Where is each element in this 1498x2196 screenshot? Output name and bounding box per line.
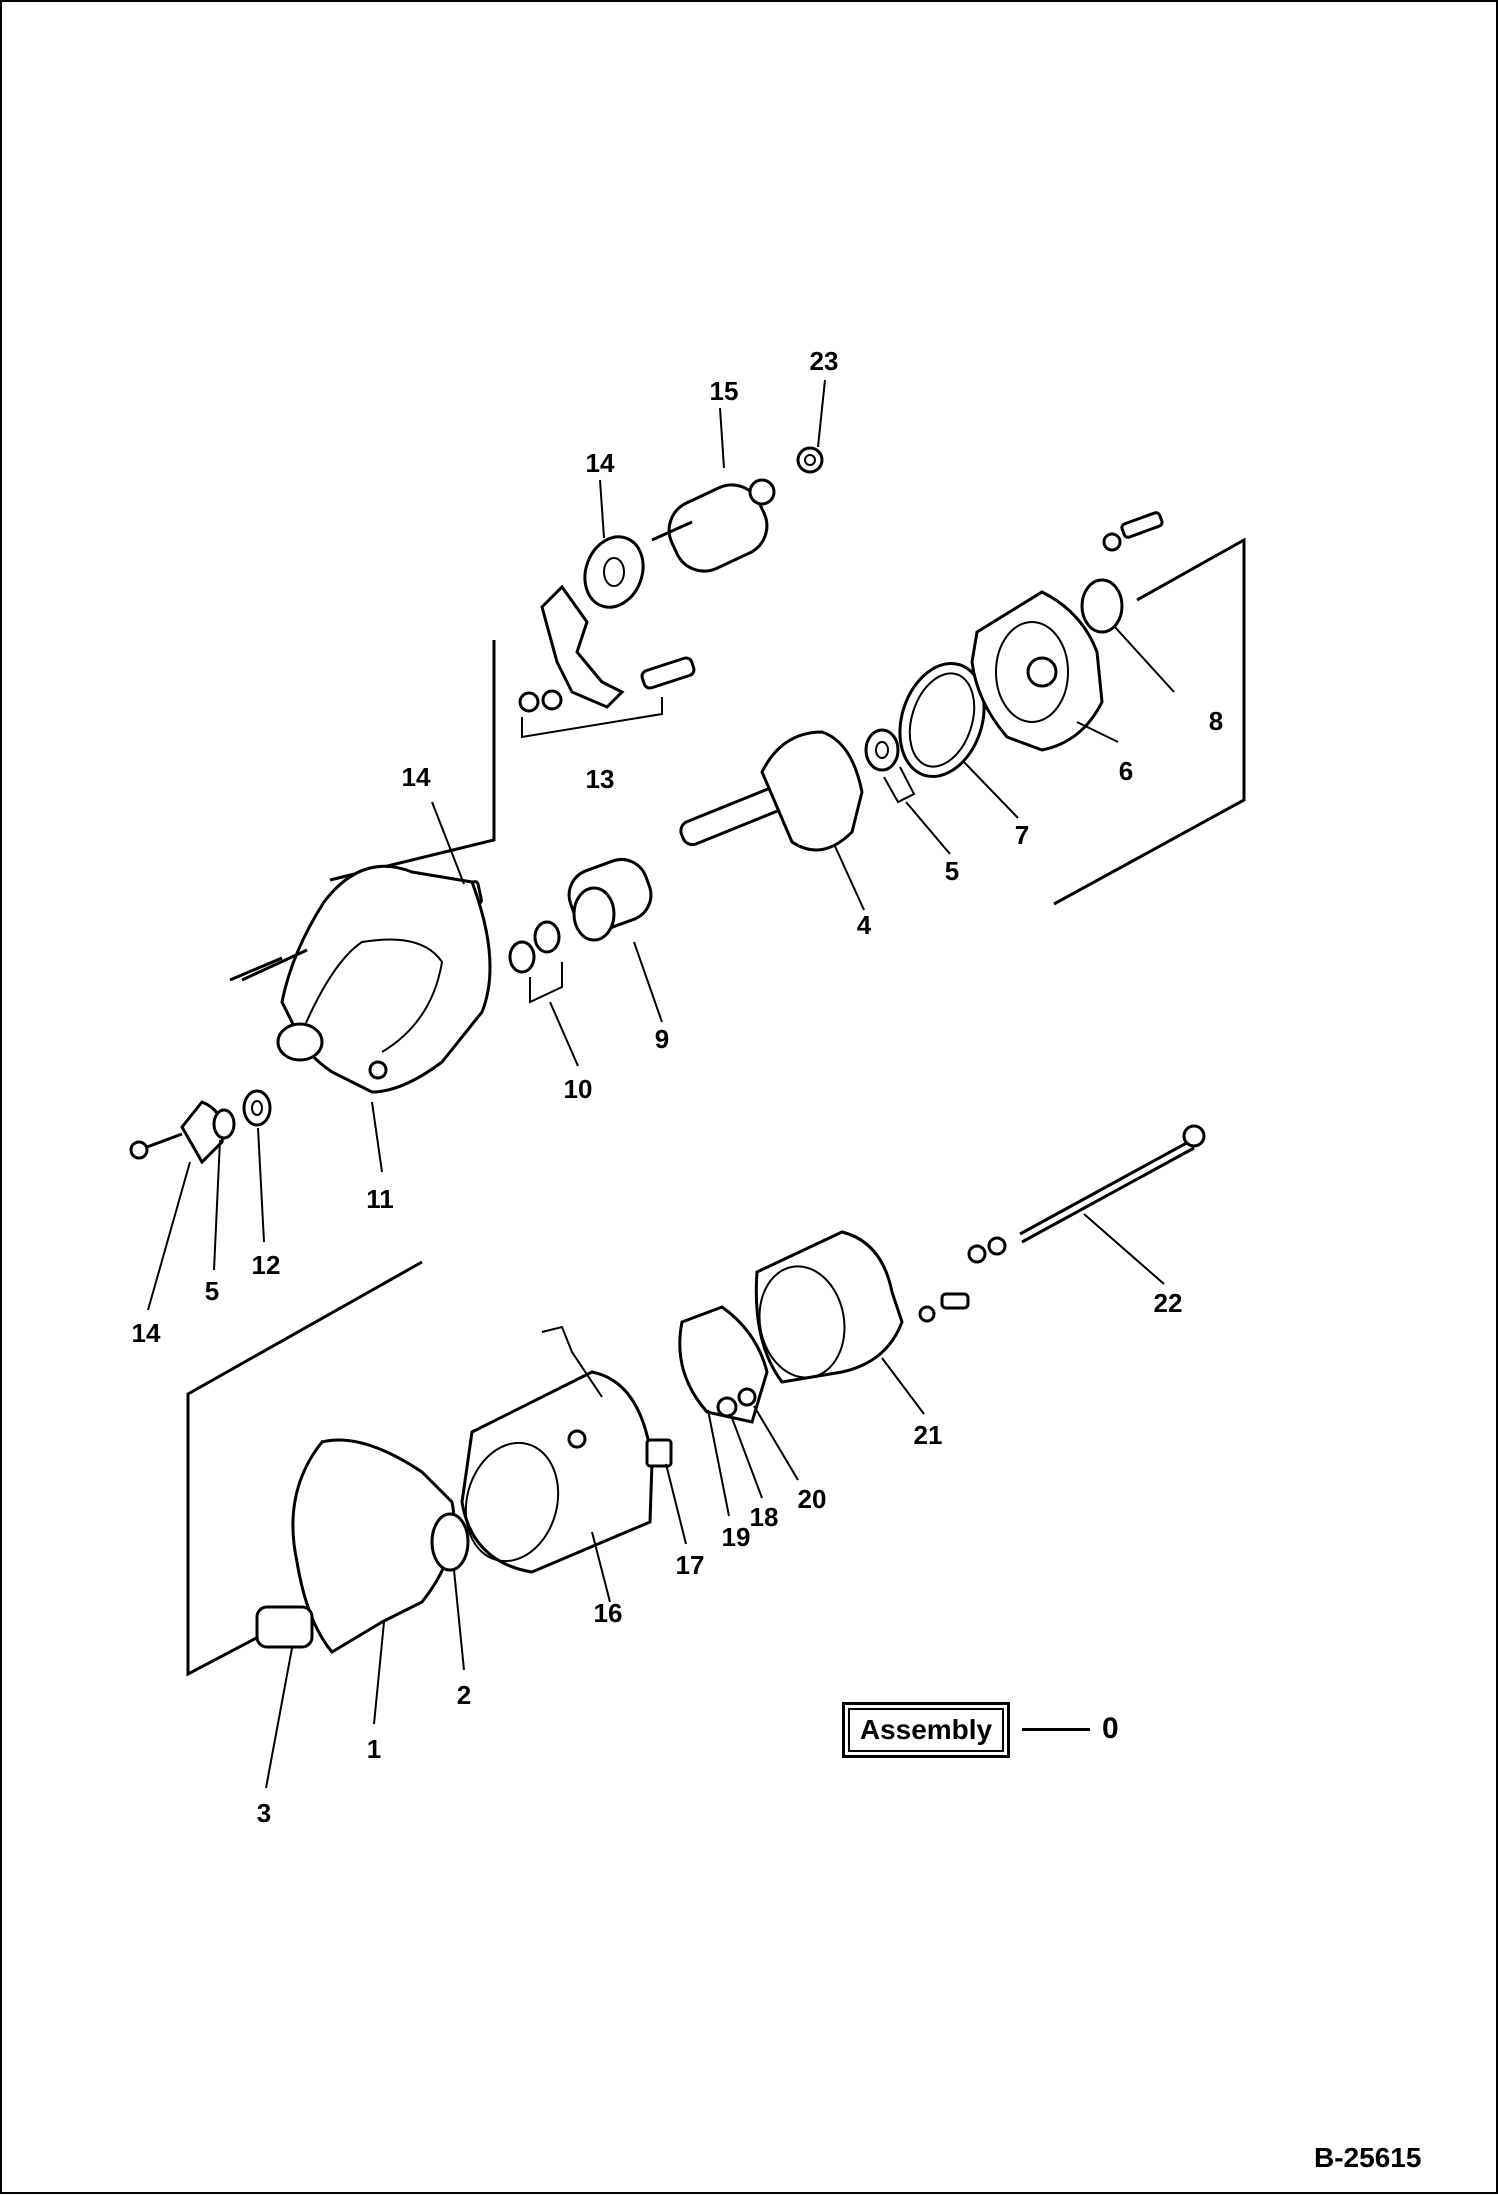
label-part-20: 20: [798, 1484, 827, 1514]
label-part-8: 8: [1209, 706, 1223, 736]
label-part-17: 17: [676, 1550, 705, 1580]
bracket-upper-left: [329, 640, 496, 882]
part-15-solenoid: [651, 478, 776, 573]
part-21-screw: [918, 1292, 970, 1323]
label-part-13: 13: [586, 764, 615, 794]
part-2-bearing-rear: [430, 1512, 470, 1572]
part-5-washer-front: [212, 1108, 236, 1140]
front-bolt: [229, 956, 283, 982]
part-7-gasket: [898, 661, 986, 779]
label-part-1: 1: [367, 1734, 381, 1764]
part-8-o-ring: [1080, 578, 1124, 634]
part-5-bearing: [864, 728, 916, 804]
part-13-lever: [518, 584, 696, 739]
label-part-9: 9: [655, 1024, 669, 1054]
assembly-box: Assembly: [842, 1702, 1010, 1758]
bracket-lower-left: [186, 1260, 423, 1677]
part-10-snap-ring: [508, 920, 563, 1004]
part-23-nut: [796, 446, 824, 474]
label-part-12: 12: [252, 1250, 281, 1280]
label-part-14-top: 14: [586, 448, 615, 478]
label-part-4: 4: [857, 910, 872, 940]
part-17-brush: [645, 1438, 673, 1468]
assembly-number: 0: [1102, 1712, 1119, 1745]
label-part-18: 18: [750, 1502, 779, 1532]
part-21-rear-cover: [754, 1230, 904, 1384]
part-22-through-bolt: [967, 1124, 1206, 1264]
label-part-19: 19: [722, 1522, 751, 1552]
part-6-end-cover: [970, 590, 1104, 752]
label-part-22: 22: [1154, 1288, 1183, 1318]
part-16-yoke: [460, 1325, 654, 1574]
part-19-brush-holder: [678, 1305, 769, 1424]
label-part-5-rear: 5: [945, 856, 959, 886]
label-part-14-bottom: 14: [132, 1318, 161, 1348]
assembly-leader: [1022, 1728, 1090, 1731]
label-part-7: 7: [1015, 820, 1029, 850]
label-part-3: 3: [257, 1798, 271, 1828]
label-part-16: 16: [594, 1598, 623, 1628]
part-6-bolt: [1102, 511, 1164, 552]
label-part-6: 6: [1119, 756, 1133, 786]
part-9-pinion-clutch: [567, 858, 653, 942]
part-14-plate: [129, 1100, 225, 1165]
leader-lines: [147, 379, 1175, 1789]
assembly-label: Assembly: [848, 1708, 1004, 1752]
label-part-11: 11: [366, 1184, 394, 1214]
label-part-21: 21: [914, 1420, 943, 1450]
part-12-bushing: [242, 1089, 272, 1127]
label-part-14-middle: 14: [402, 762, 431, 792]
label-part-10: 10: [564, 1074, 593, 1104]
bracket-upper-right: [1053, 537, 1246, 906]
label-part-5-front: 5: [205, 1276, 219, 1306]
label-part-2: 2: [457, 1680, 471, 1710]
part-11-drive-housing: [241, 864, 492, 1094]
drawing-code: B-25615: [1314, 2142, 1422, 2173]
part-14-washer-top: [583, 535, 645, 609]
part-1-armature: [255, 1438, 456, 1654]
part-4-armature-shaft: [679, 730, 864, 852]
label-part-15: 15: [710, 376, 739, 406]
label-part-23: 23: [810, 346, 839, 376]
